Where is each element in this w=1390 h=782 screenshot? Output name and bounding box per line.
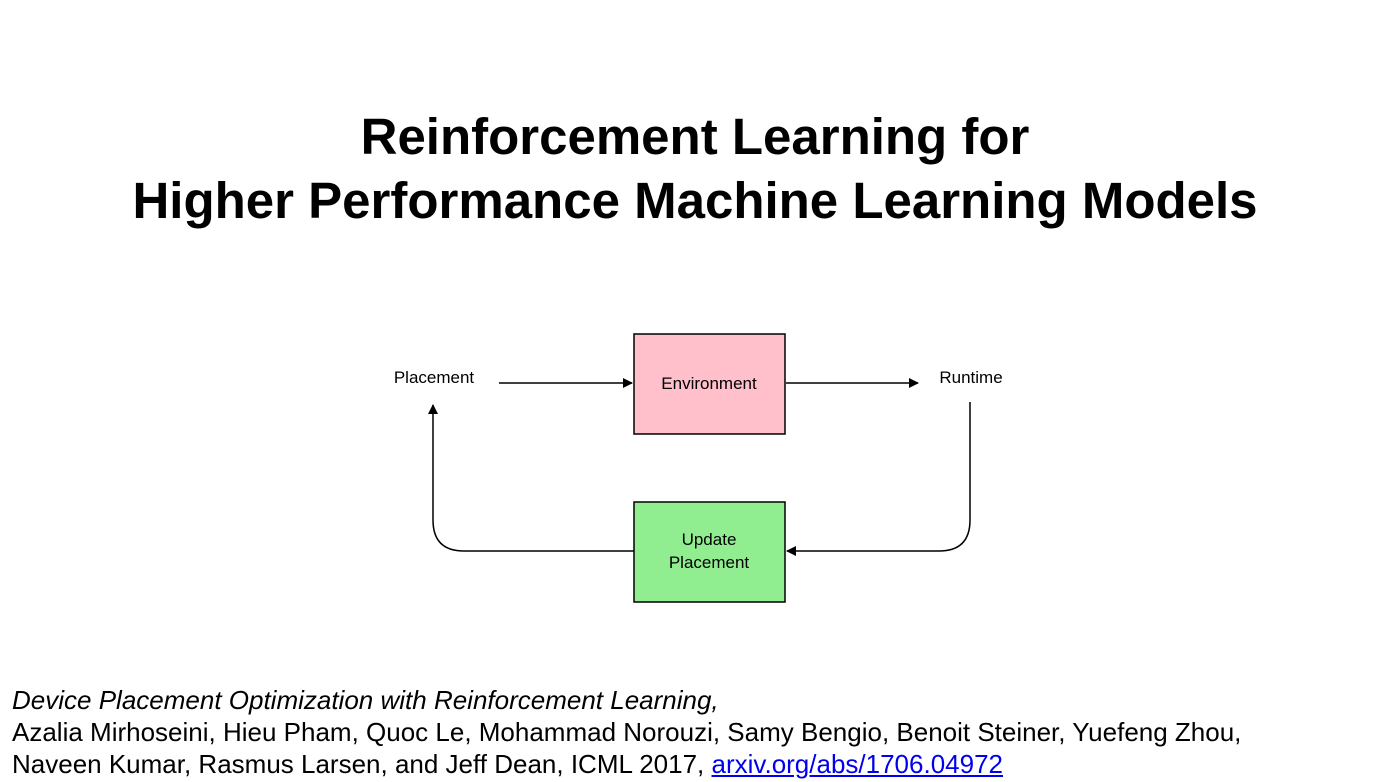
environment-label: Environment — [661, 374, 757, 393]
arxiv-link[interactable]: arxiv.org/abs/1706.04972 — [711, 749, 1004, 779]
update-label-line-1: Update — [682, 530, 737, 549]
citation: Device Placement Optimization with Reinf… — [12, 684, 1382, 780]
placement-label: Placement — [394, 368, 475, 387]
authors-line-2: Naveen Kumar, Rasmus Larsen, and Jeff De… — [12, 749, 712, 779]
slide-title: Reinforcement Learning for Higher Perfor… — [0, 105, 1390, 233]
paper-title: Device Placement Optimization with Reinf… — [12, 685, 719, 715]
title-line-2: Higher Performance Machine Learning Mode… — [132, 172, 1258, 229]
update-placement-box — [633, 501, 786, 603]
authors-line-1: Azalia Mirhoseini, Hieu Pham, Quoc Le, M… — [12, 717, 1242, 747]
update-label-line-2: Placement — [669, 553, 750, 572]
arrow-runtime-to-update — [786, 402, 971, 556]
environment-box — [633, 333, 786, 435]
title-line-1: Reinforcement Learning for — [360, 108, 1030, 165]
citation-line-1: Device Placement Optimization with Reinf… — [12, 684, 1382, 716]
arrow-update-to-placement — [428, 404, 634, 552]
runtime-label: Runtime — [939, 368, 1002, 387]
citation-line-3: Naveen Kumar, Rasmus Larsen, and Jeff De… — [12, 748, 1382, 780]
